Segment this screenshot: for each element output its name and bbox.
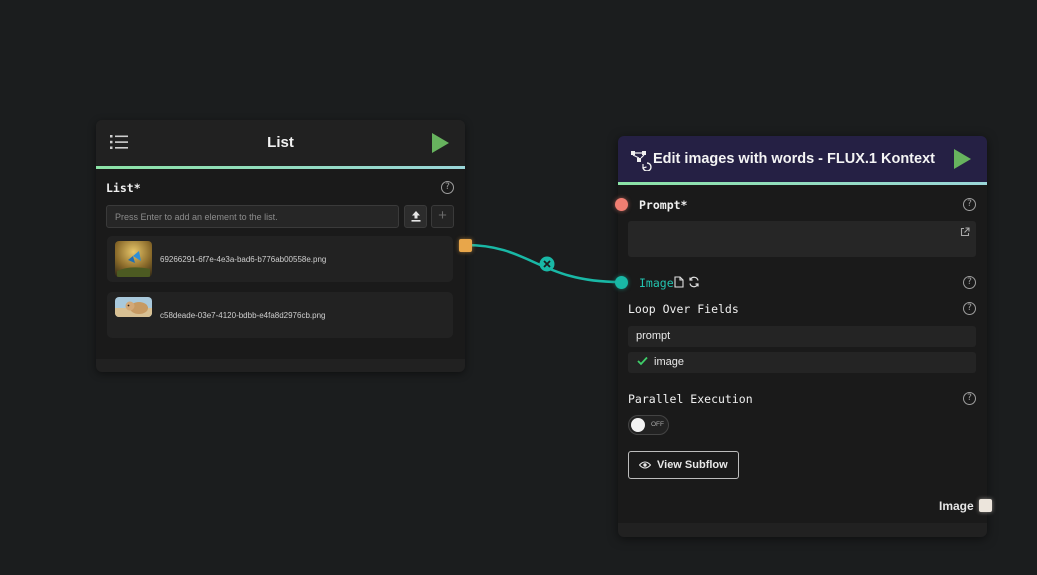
prompt-textarea[interactable] — [628, 221, 976, 257]
list-node-accent — [96, 166, 465, 169]
file-icon[interactable] — [674, 276, 684, 288]
image-output-port[interactable] — [979, 499, 992, 512]
prompt-help-icon[interactable]: ? — [963, 198, 976, 211]
list-item[interactable]: c58deade-03e7-4120-bdbb-e4fa8d2976cb.png — [107, 292, 453, 338]
view-subflow-label: View Subflow — [657, 459, 728, 471]
list-add-input[interactable] — [106, 205, 399, 228]
image-thumbnail-dog[interactable] — [115, 297, 152, 317]
list-node[interactable]: List List* ? + — [96, 120, 465, 372]
prompt-input-port[interactable] — [615, 198, 628, 211]
add-item-button[interactable]: + — [431, 205, 454, 228]
required-mark: * — [680, 198, 688, 212]
prompt-label-text: Prompt — [639, 198, 681, 212]
edit-node-accent — [618, 182, 987, 185]
eye-icon — [639, 461, 651, 469]
edit-run-button[interactable] — [954, 149, 971, 169]
list-field-label-text: List — [106, 181, 134, 195]
parallel-execution-toggle[interactable]: OFF — [628, 415, 669, 435]
loop-option-image[interactable]: image — [628, 352, 976, 373]
list-icon — [110, 135, 128, 149]
edit-node-title: Edit images with words - FLUX.1 Kontext — [653, 151, 935, 167]
image-output-label: Image — [939, 499, 974, 513]
list-item-filename: c58deade-03e7-4120-bdbb-e4fa8d2976cb.png — [160, 311, 326, 320]
dog-image — [115, 297, 152, 317]
list-node-title: List — [267, 134, 294, 151]
image-input-port[interactable] — [615, 276, 628, 289]
loop-option-prompt[interactable]: prompt — [628, 326, 976, 347]
upload-icon — [411, 211, 421, 222]
upload-button[interactable] — [404, 205, 427, 228]
loop-option-label: prompt — [636, 330, 671, 342]
list-field-label: List* — [106, 181, 141, 195]
parallel-help-icon[interactable]: ? — [963, 392, 976, 405]
list-run-button[interactable] — [432, 133, 449, 153]
loop-over-fields-label: Loop Over Fields — [628, 302, 739, 316]
open-external-icon[interactable] — [960, 227, 970, 237]
edit-images-node[interactable]: Edit images with words - FLUX.1 Kontext … — [615, 136, 992, 537]
toggle-knob — [631, 418, 645, 432]
list-help-icon[interactable]: ? — [441, 181, 454, 194]
image-thumbnail-butterfly[interactable] — [115, 241, 152, 277]
loop-option-label: image — [654, 356, 684, 368]
list-node-header[interactable]: List — [96, 120, 465, 166]
butterfly-image — [115, 241, 152, 277]
image-field-label: Image — [639, 276, 674, 290]
toggle-state-text: OFF — [651, 421, 664, 428]
check-icon — [637, 356, 648, 366]
list-item[interactable]: 69266291-6f7e-4e3a-bad6-b776ab00558e.png — [107, 236, 453, 282]
edit-node-footer — [618, 523, 987, 537]
edge-remove-icon[interactable] — [539, 256, 555, 272]
edit-node-header[interactable]: Edit images with words - FLUX.1 Kontext — [618, 136, 987, 182]
parallel-execution-label: Parallel Execution — [628, 392, 753, 406]
list-output-port[interactable] — [459, 239, 472, 252]
list-node-body: List* ? + — [96, 169, 465, 359]
loop-help-icon[interactable]: ? — [963, 302, 976, 315]
prompt-field-label: Prompt* — [639, 198, 687, 212]
subflow-icon — [631, 151, 652, 171]
sync-icon[interactable] — [688, 276, 700, 288]
required-mark: * — [133, 181, 141, 195]
list-item-filename: 69266291-6f7e-4e3a-bad6-b776ab00558e.png — [160, 255, 327, 264]
image-help-icon[interactable]: ? — [963, 276, 976, 289]
view-subflow-button[interactable]: View Subflow — [628, 451, 739, 479]
